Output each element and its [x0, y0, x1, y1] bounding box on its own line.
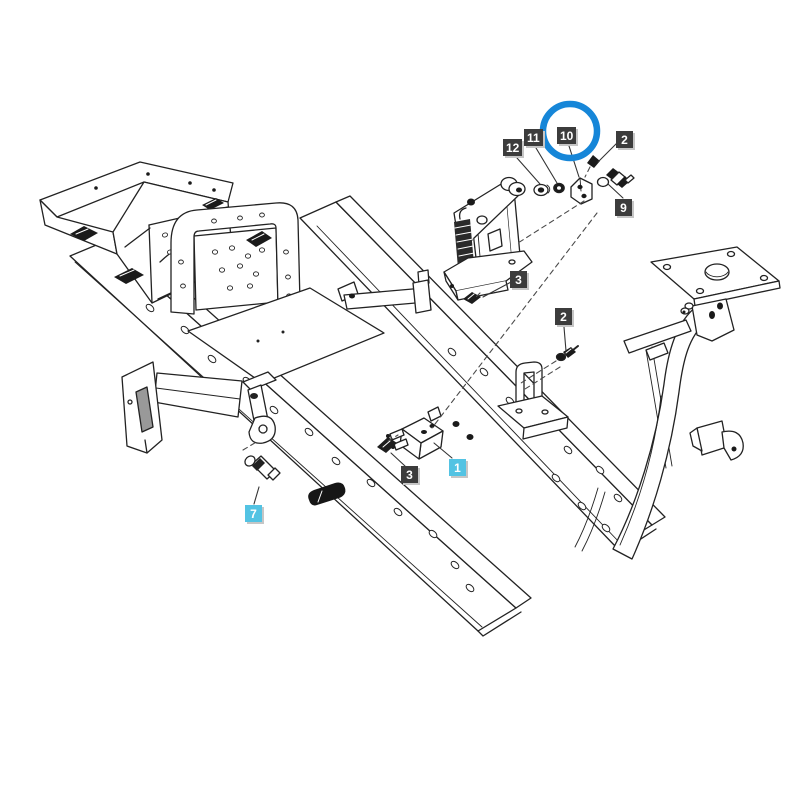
part-2-stud [587, 155, 600, 168]
cross-bar [337, 269, 432, 314]
part-10-bracket [570, 177, 593, 205]
rail-latch-and-pins [242, 371, 346, 506]
part-label-12[interactable]: 12 [503, 139, 523, 156]
hardware-parts [533, 155, 635, 362]
part-label-2[interactable]: 2 [616, 131, 633, 148]
part-1-bracket [386, 406, 444, 460]
rear-support-arm [574, 246, 781, 560]
part-label-3[interactable]: 3 [401, 466, 418, 483]
leader-line-2 [563, 326, 567, 352]
part-label-2[interactable]: 2 [555, 308, 572, 325]
part-label-9[interactable]: 9 [615, 199, 632, 216]
leader-line-12 [516, 157, 541, 185]
leader-line-1 [433, 442, 453, 459]
left-bracket-arm [121, 361, 243, 454]
part-3-clip-lower [377, 437, 397, 453]
leader-line-10 [568, 145, 580, 178]
part-2-bolt [555, 345, 579, 362]
deck-plate [187, 287, 385, 384]
leader-lines [253, 141, 624, 505]
part-label-7[interactable]: 7 [245, 505, 262, 522]
part-label-10[interactable]: 10 [557, 127, 577, 144]
construction-lines [242, 166, 598, 451]
leader-line-3 [482, 280, 514, 298]
u-channel-bracket [497, 361, 569, 440]
highlight-circle [539, 100, 601, 162]
part-11-oring [553, 182, 565, 194]
leader-line-9 [607, 183, 624, 199]
part-9-plug [596, 168, 635, 188]
spring-latch-assembly [443, 176, 533, 304]
leader-line-7 [253, 486, 260, 505]
part-label-11[interactable]: 11 [524, 129, 543, 146]
part-label-1[interactable]: 1 [449, 459, 466, 476]
leader-line-11 [535, 147, 558, 184]
part-12-washer [533, 183, 551, 197]
part-7-pin [244, 455, 281, 481]
leader-line-3 [390, 452, 406, 467]
leader-line-2 [597, 141, 619, 163]
part-label-3[interactable]: 3 [510, 271, 527, 288]
black-pin [308, 482, 346, 506]
mid-upright-bracket [170, 202, 301, 315]
